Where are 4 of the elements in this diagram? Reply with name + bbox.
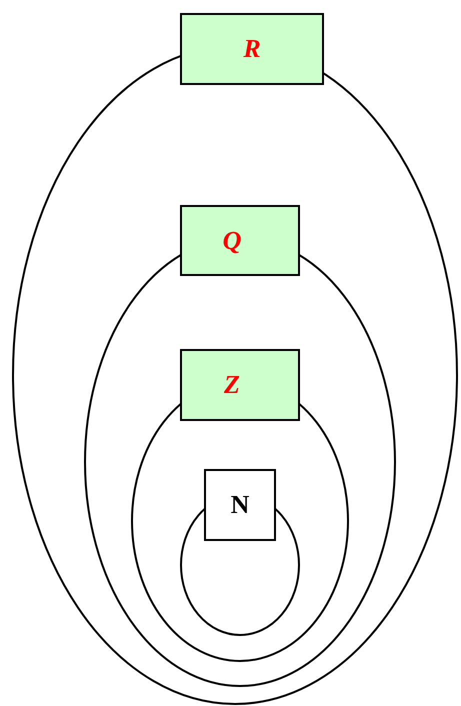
set-name: Z [224, 370, 240, 400]
set-name: N [230, 490, 250, 520]
set-name: R [243, 34, 261, 64]
set-name: Q [222, 226, 242, 256]
